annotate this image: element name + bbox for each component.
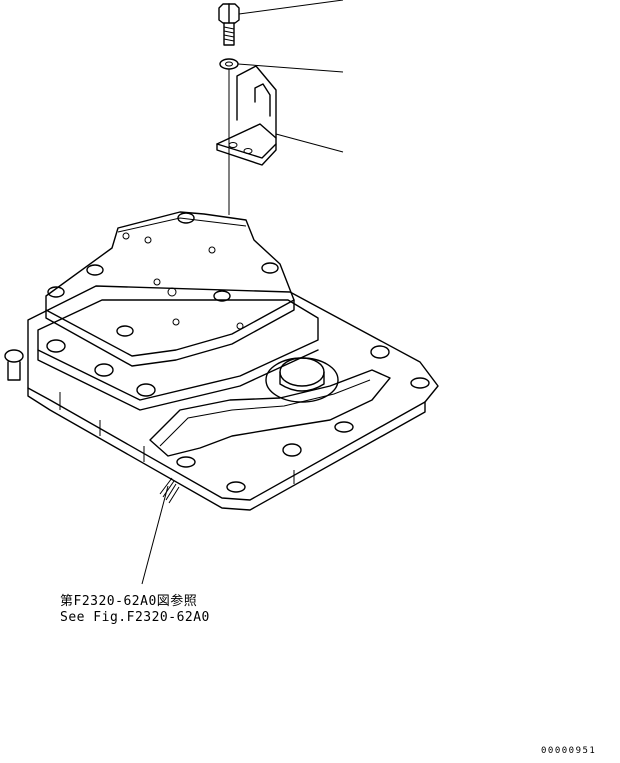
reference-note-japanese: 第F2320-62A0図参照 [60, 594, 198, 609]
valve-cover-icon [4, 211, 439, 511]
bracket-icon [216, 65, 277, 166]
reference-leader-line [141, 485, 169, 585]
bolt-leader-line [238, 0, 344, 15]
reference-note-english: See Fig.F2320-62A0 [60, 610, 210, 625]
bolt-icon [218, 3, 240, 46]
hatch-arrow-icon [159, 477, 180, 504]
drawing-code: 00000951 [541, 746, 597, 756]
washer-icon [219, 58, 239, 70]
washer-leader-line [237, 63, 344, 73]
bracket-leader-line [275, 133, 344, 153]
